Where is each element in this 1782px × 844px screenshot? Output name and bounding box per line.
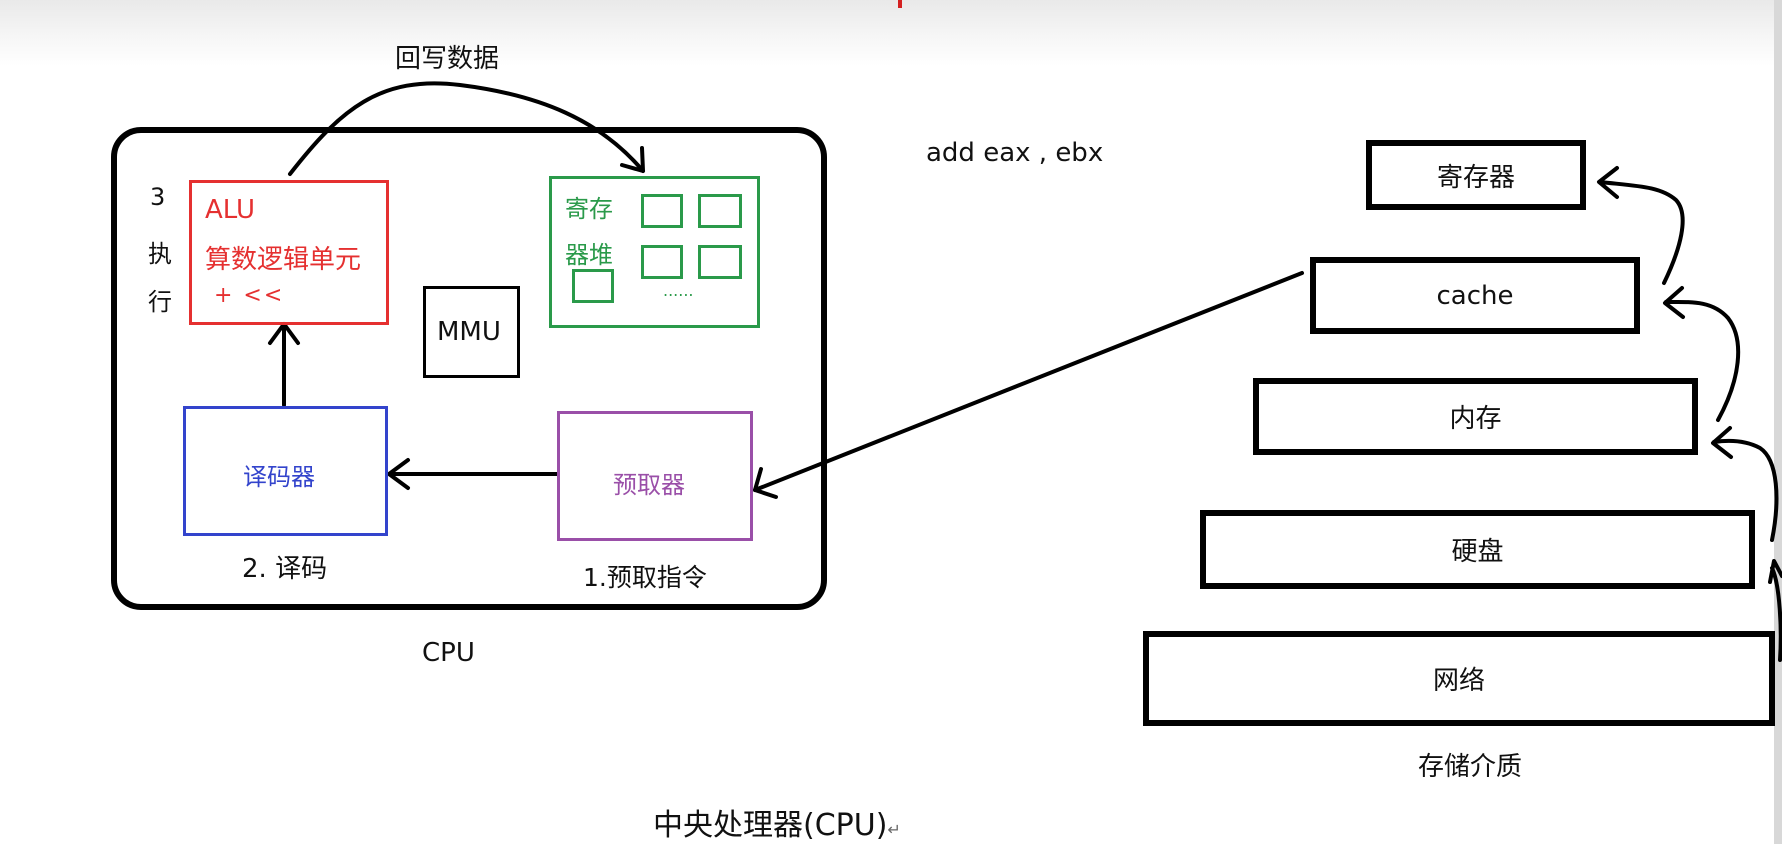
- execute-step-line2: 行: [148, 288, 172, 316]
- top-bar: [0, 0, 1782, 66]
- register-file-label-line2: 器堆: [565, 241, 613, 269]
- register-cell: [572, 269, 614, 303]
- storage-caption: 存储介质: [1418, 752, 1523, 782]
- writeback-label: 回写数据: [395, 44, 500, 74]
- register-file-label-line1: 寄存: [565, 195, 613, 223]
- register-cell: [698, 245, 742, 279]
- alu-title: ALU: [205, 195, 256, 225]
- cache-to-register-arrowhead: [1597, 166, 1619, 199]
- network-to-disk-arrow: [1770, 566, 1782, 662]
- prefetch-step-label: 1.预取指令: [583, 563, 707, 592]
- top-red-mark: [898, 0, 902, 8]
- register-file-box: 寄存 器堆 ......: [549, 176, 760, 328]
- prefetcher-box: 预取器: [557, 411, 753, 541]
- figure-caption: 中央处理器(CPU)↵: [653, 800, 901, 844]
- disk-to-memory-arrow: [1712, 438, 1779, 542]
- register-ellipsis: ......: [663, 281, 694, 300]
- alu-subtitle: 算数逻辑单元: [205, 245, 362, 275]
- memory-to-cache-arrow: [1664, 299, 1741, 422]
- cache-to-prefetch-arrow: [753, 271, 1304, 492]
- storage-tier-register: 寄存器: [1366, 140, 1586, 210]
- decoder-label: 译码器: [243, 463, 315, 491]
- decode-step-label: 2. 译码: [242, 554, 328, 584]
- writeback-arrowhead: [620, 146, 645, 173]
- figure-caption-text: 中央处理器(CPU): [653, 808, 888, 843]
- register-cell: [641, 194, 683, 228]
- return-mark-icon: ↵: [887, 820, 901, 839]
- storage-tier-network: 网络: [1143, 631, 1775, 726]
- network-to-disk-arrowhead: [1768, 559, 1782, 584]
- execute-step-line1: 执: [148, 240, 172, 268]
- storage-tier-cache: cache: [1310, 257, 1640, 334]
- mmu-box: MMU: [423, 286, 520, 378]
- register-cell: [641, 245, 683, 279]
- cpu-box: [111, 127, 827, 610]
- alu-box: ALU 算数逻辑单元 + <<: [189, 180, 389, 325]
- mmu-label: MMU: [437, 317, 501, 347]
- disk-to-memory-arrowhead: [1711, 426, 1733, 459]
- right-edge-strip: [1774, 0, 1782, 844]
- instruction-text: add eax , ebx: [926, 138, 1104, 168]
- cache-to-prefetch-arrowhead: [753, 467, 778, 499]
- alu-ops: + <<: [214, 283, 285, 308]
- storage-tier-disk: 硬盘: [1200, 510, 1755, 589]
- memory-to-cache-arrowhead: [1663, 286, 1685, 319]
- cpu-label: CPU: [422, 638, 475, 668]
- storage-tier-memory: 内存: [1253, 378, 1698, 455]
- cache-to-register-arrow: [1598, 180, 1685, 285]
- prefetch-to-decode-arrowhead: [387, 458, 410, 490]
- prefetcher-label: 预取器: [613, 471, 685, 499]
- decoder-box: 译码器: [183, 406, 388, 536]
- register-cell: [698, 194, 742, 228]
- execute-step-number: 3: [150, 183, 166, 211]
